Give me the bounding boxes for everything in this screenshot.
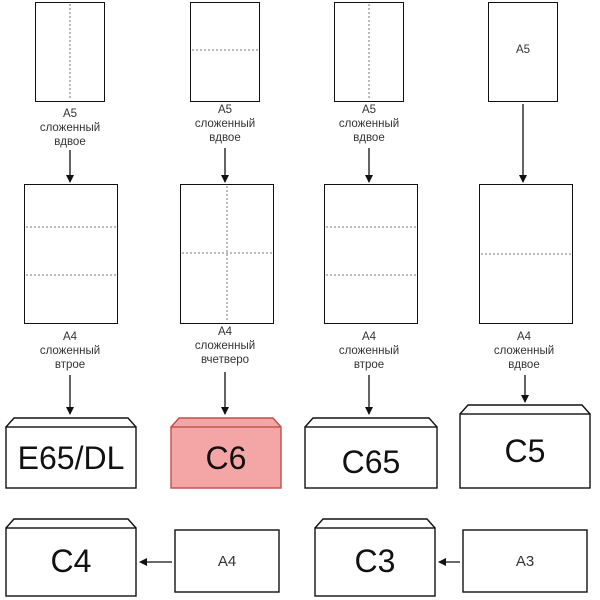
caption-line: вдвое: [353, 132, 385, 144]
sheet-a4-trifold-1: [24, 184, 118, 324]
caption-a4-1: A4 сложенный втрое: [10, 330, 130, 372]
caption-line: сложенный: [338, 118, 400, 130]
caption-line: сложенный: [338, 345, 400, 357]
caption-line: сложенный: [493, 345, 555, 357]
envelope-label-c3: C3: [354, 543, 396, 579]
envelope-c5: [459, 404, 591, 489]
envelope-label-c65: C65: [341, 444, 401, 480]
caption-a5-2: A5 сложенный вдвое: [165, 103, 285, 145]
caption-line: сложенный: [39, 345, 101, 357]
caption-line: вдвое: [209, 132, 241, 144]
sheet-a5-plain: [488, 2, 558, 102]
caption-line: вдвое: [508, 359, 540, 371]
sheet-a4-landscape: [174, 529, 280, 593]
caption-line: втрое: [353, 359, 385, 371]
sheet-a4-trifold-2: [324, 184, 418, 324]
envelope-c6: [170, 417, 282, 489]
envelope-label-c4: C4: [50, 543, 92, 579]
caption-line: сложенный: [194, 340, 256, 352]
caption-line: сложенный: [39, 122, 101, 134]
sheet-label-a4: A4: [217, 553, 237, 570]
caption-a5-1: A5 сложенный вдвое: [10, 107, 130, 149]
envelope-c4: [5, 518, 137, 597]
envelope-e65-dl: [5, 417, 137, 489]
caption-line: A5: [361, 104, 377, 116]
envelope-label-c6: C6: [205, 440, 247, 476]
caption-line: A4: [217, 326, 233, 338]
caption-a4-3: A4 сложенный втрое: [309, 330, 429, 372]
envelope-c65: [304, 417, 438, 489]
caption-a4-2: A4 сложенный вчетверо: [165, 325, 285, 367]
sheet-label-a3: A3: [515, 553, 535, 570]
caption-line: A4: [516, 331, 532, 343]
caption-line: втрое: [54, 359, 86, 371]
envelope-c3: [314, 518, 436, 597]
caption-line: A5: [217, 104, 233, 116]
caption-line: A4: [361, 331, 377, 343]
envelope-label-c5: C5: [504, 433, 546, 469]
caption-line: вчетверо: [200, 354, 250, 366]
sheet-a3-landscape: [462, 529, 588, 593]
envelope-label-e65-dl: E65/DL: [17, 440, 125, 476]
caption-a4-4: A4 сложенный вдвое: [464, 330, 584, 372]
caption-line: вдвое: [54, 136, 86, 148]
caption-line: сложенный: [194, 118, 256, 130]
caption-line: A5: [62, 108, 78, 120]
sheet-a5-label: A5: [515, 44, 531, 56]
caption-line: A4: [62, 331, 78, 343]
sheet-a5-horizontal-fold: [190, 2, 260, 102]
caption-a5-3: A5 сложенный вдвое: [309, 103, 429, 145]
